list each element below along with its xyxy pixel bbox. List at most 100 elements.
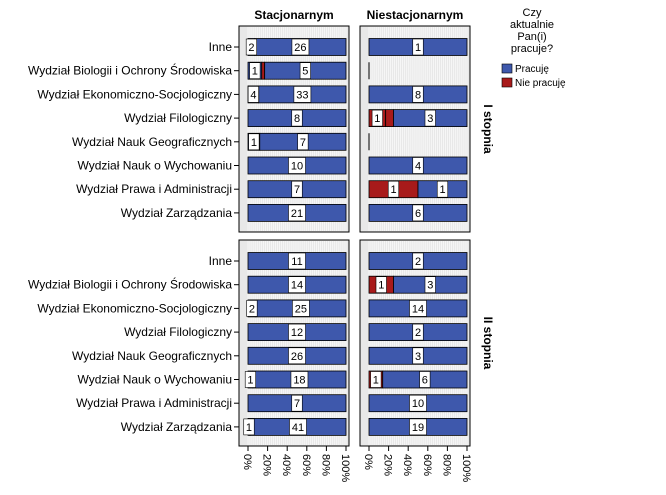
facet-title-niestacjonarnym: Niestacjonarnym bbox=[367, 8, 464, 22]
bar-segment bbox=[261, 61, 266, 80]
data-label-box bbox=[291, 180, 303, 198]
x-tick-label: 20% bbox=[382, 454, 394, 476]
x-tick-label: 40% bbox=[280, 454, 292, 476]
data-label: 10 bbox=[412, 398, 424, 410]
data-label-box bbox=[289, 418, 307, 436]
legend-title-line: aktualnie bbox=[510, 19, 554, 31]
data-label: 21 bbox=[291, 208, 303, 220]
legend-title-line: pracuje? bbox=[511, 43, 553, 55]
data-label: 3 bbox=[415, 351, 421, 363]
data-label-box bbox=[412, 252, 424, 270]
x-tick-label: 100% bbox=[460, 454, 472, 482]
data-label: 4 bbox=[415, 161, 421, 173]
category-label: Wydział Biologii i Ochrony Środowiska bbox=[28, 277, 232, 292]
data-label: 3 bbox=[427, 113, 433, 125]
data-label: 8 bbox=[294, 113, 300, 125]
category-label: Wydział Prawa i Administracji bbox=[76, 182, 232, 196]
data-label-box bbox=[244, 371, 256, 388]
data-label: 6 bbox=[422, 375, 428, 387]
category-label: Wydział Filologiczny bbox=[124, 325, 232, 339]
data-label-box bbox=[412, 157, 424, 174]
category-label: Wydział Biologii i Ochrony Środowiska bbox=[28, 63, 232, 78]
data-label-box bbox=[288, 276, 306, 294]
data-label-box bbox=[424, 276, 436, 294]
data-label-box bbox=[288, 323, 306, 341]
facet-title-row-2: II stopnia bbox=[481, 317, 495, 370]
data-label: 7 bbox=[294, 184, 300, 196]
category-label: Wydział Nauk Geograficznych bbox=[72, 135, 232, 149]
x-tick-label: 60% bbox=[300, 454, 312, 476]
data-label-box bbox=[288, 347, 306, 365]
data-label-box bbox=[293, 86, 312, 103]
data-label-box bbox=[243, 418, 255, 436]
data-label: 1 bbox=[247, 375, 253, 387]
data-label-box bbox=[419, 371, 431, 388]
data-label: 1 bbox=[439, 184, 445, 196]
data-label: 14 bbox=[412, 303, 424, 315]
data-label: 2 bbox=[415, 327, 421, 339]
data-label-box bbox=[291, 394, 303, 412]
data-label-box bbox=[436, 180, 449, 198]
data-label: 8 bbox=[415, 89, 421, 101]
data-label-box bbox=[291, 109, 303, 127]
data-label-box bbox=[288, 252, 306, 270]
legend-swatch bbox=[501, 63, 513, 74]
category-label: Wydział Nauk o Wychowaniu bbox=[77, 159, 232, 173]
data-label: 7 bbox=[294, 398, 300, 410]
data-label: 2 bbox=[249, 303, 255, 315]
data-label: 1 bbox=[374, 113, 380, 125]
data-label: 19 bbox=[412, 422, 424, 434]
legend-entry: Pracuję bbox=[515, 64, 549, 75]
category-label: Wydział Nauk Geograficznych bbox=[72, 349, 232, 363]
x-tick-label: 0% bbox=[362, 454, 374, 470]
data-label: 1 bbox=[246, 422, 252, 434]
category-label: Wydział Filologiczny bbox=[124, 111, 232, 125]
data-label: 1 bbox=[390, 184, 396, 196]
data-label-box bbox=[245, 38, 257, 56]
data-label-box bbox=[412, 86, 424, 103]
data-label-box bbox=[299, 62, 311, 80]
data-label-box bbox=[297, 133, 309, 151]
data-label: 1 bbox=[251, 137, 257, 149]
facet-title-stacjonarnym: Stacjonarnym bbox=[254, 8, 333, 22]
category-label: Wydział Ekonomiczno-Socjologiczny bbox=[37, 301, 232, 315]
data-label: 1 bbox=[252, 66, 258, 78]
data-label: 25 bbox=[295, 303, 307, 315]
x-tick-label: 100% bbox=[339, 454, 351, 482]
legend-title-line: Pan(i) bbox=[517, 31, 546, 43]
data-label-box bbox=[409, 394, 427, 412]
data-label: 1 bbox=[373, 375, 379, 387]
category-label: Wydział Nauk o Wychowaniu bbox=[77, 373, 232, 387]
data-label: 1 bbox=[378, 280, 384, 292]
data-label-box bbox=[412, 204, 424, 222]
data-label: 14 bbox=[291, 280, 303, 292]
data-label: 2 bbox=[248, 42, 254, 54]
category-label: Inne bbox=[209, 254, 233, 268]
data-label-box bbox=[409, 418, 427, 436]
bar-segment bbox=[385, 109, 394, 127]
data-label-box bbox=[292, 300, 310, 317]
data-label-box bbox=[412, 323, 424, 341]
x-tick-label: 60% bbox=[421, 454, 433, 476]
category-label: Wydział Zarządzania bbox=[121, 206, 233, 220]
category-label: Inne bbox=[209, 40, 233, 54]
category-label: Wydział Prawa i Administracji bbox=[76, 396, 232, 410]
data-label-box bbox=[288, 204, 306, 222]
data-label: 3 bbox=[427, 280, 433, 292]
data-label-box bbox=[412, 347, 424, 365]
data-label-box bbox=[424, 109, 436, 127]
category-label: Wydział Zarządzania bbox=[121, 420, 233, 434]
data-label-box bbox=[412, 38, 424, 56]
data-label-box bbox=[248, 133, 260, 151]
data-label: 41 bbox=[292, 422, 304, 434]
data-label: 12 bbox=[291, 327, 303, 339]
category-label: Wydział Ekonomiczno-Socjologiczny bbox=[37, 87, 232, 101]
x-tick-label: 0% bbox=[241, 454, 253, 470]
data-label-box bbox=[370, 371, 382, 388]
data-label: 33 bbox=[296, 89, 308, 101]
